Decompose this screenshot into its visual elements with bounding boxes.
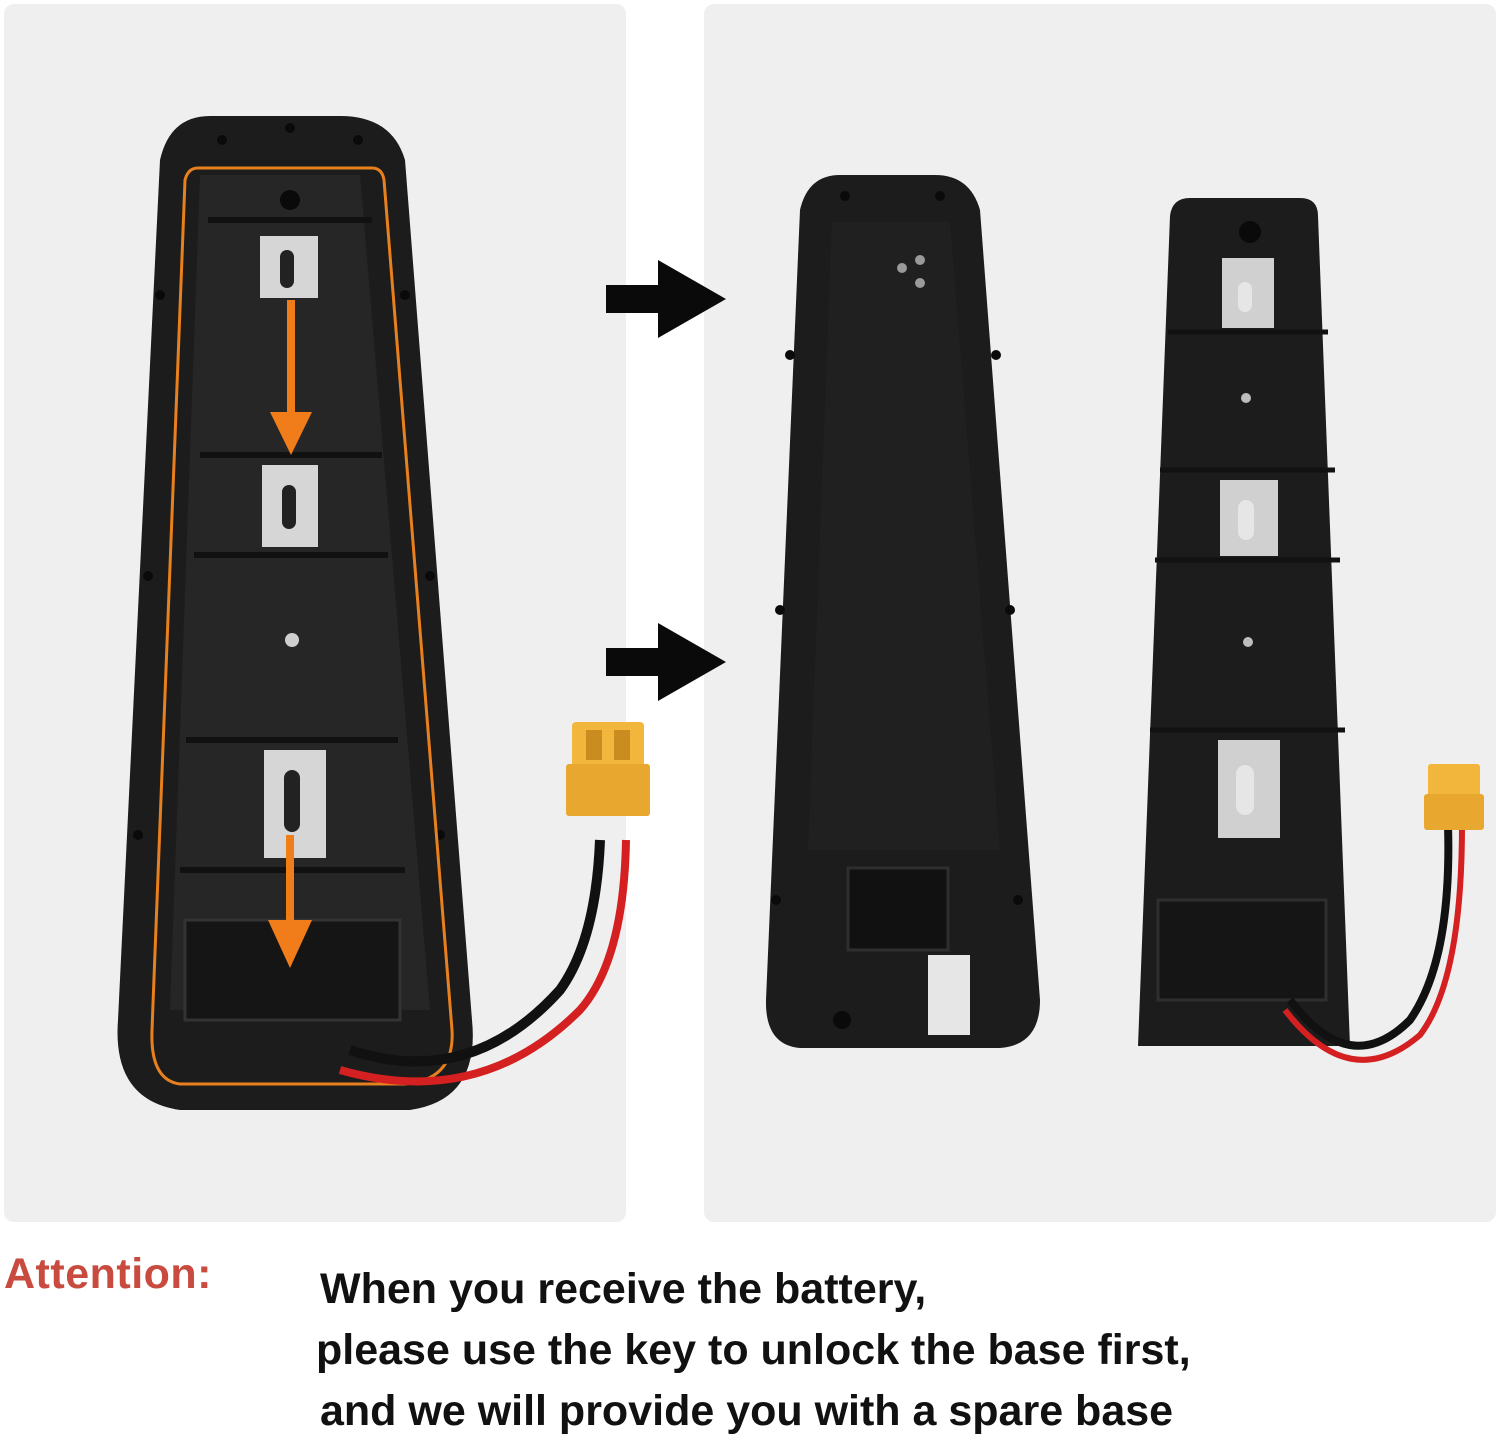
attention-label: Attention: [4, 1250, 212, 1298]
battery-rail-spare-base [1138, 198, 1484, 1063]
orange-arrow-upper [270, 300, 312, 455]
arrow-right-top-icon [606, 260, 726, 338]
message-line-3: and we will provide you with a spare bas… [320, 1387, 1174, 1435]
battery-base-empty-view [765, 175, 1040, 1048]
orange-arrow-lower [268, 835, 312, 968]
message-line-1: When you receive the battery, [320, 1265, 927, 1313]
message-line-2: please use the key to unlock the base fi… [316, 1326, 1191, 1374]
xt60-connector-right [1424, 764, 1484, 830]
battery-illustration [117, 116, 1484, 1110]
arrow-right-bottom-icon [606, 623, 726, 701]
xt60-connector [566, 722, 650, 816]
battery-base-bottom-view [117, 116, 650, 1110]
